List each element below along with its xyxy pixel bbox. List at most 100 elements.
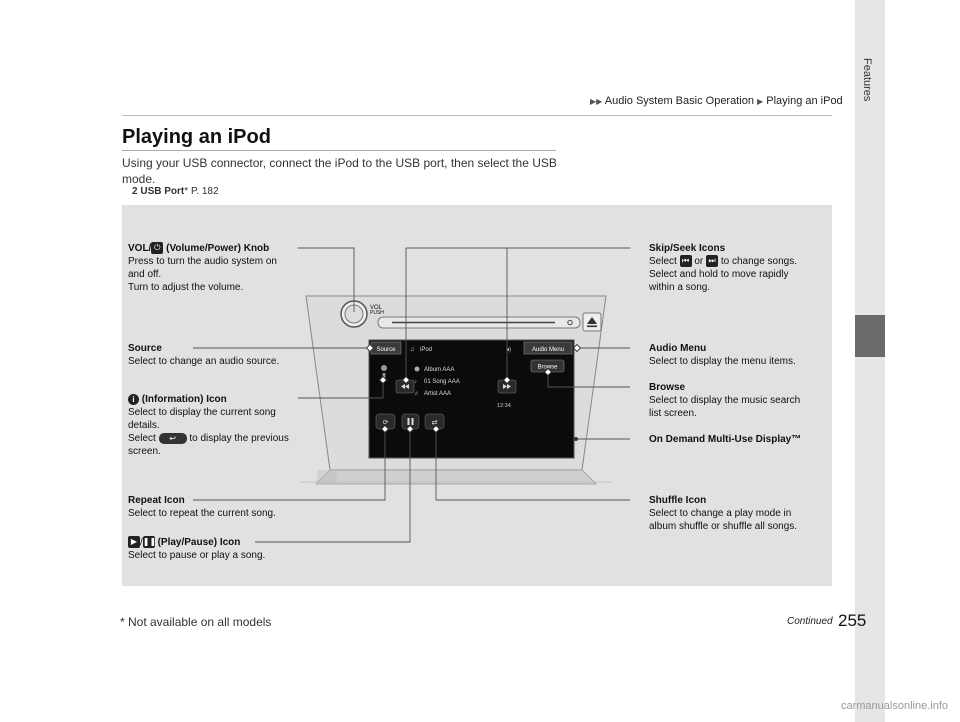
page-number: 255 [838,611,867,630]
callout-audio-menu: Audio Menu Select to display the menu it… [649,342,849,368]
source-name: iPod [420,347,432,353]
callout-info-text: to display the previous [189,433,289,444]
callout-skip-text: or [694,256,704,267]
callout-lines [193,247,630,543]
svg-text:⟳: ⟳ [383,419,389,427]
callout-vol-text: Turn to adjust the volume. [128,282,244,293]
display-marker [574,437,578,441]
pause-icon: ❚❚ [142,536,157,549]
title-divider [122,150,556,151]
breadcrumb-arrow-icon: ▶▶ [590,97,603,106]
song-note-icon: ♪ [414,379,417,385]
callout-skip-title: Skip/Seek Icons [649,243,726,254]
callout-display-title: On Demand Multi-Use Display™ [649,434,802,445]
power-icon: ⏻ [151,242,164,255]
info-icon: i [128,393,139,405]
callout-skip-seek: Skip/Seek Icons Select ⏮ or ⏭ to change … [649,242,849,294]
breadcrumb-item[interactable]: Audio System Basic Operation [604,95,754,107]
footnote: * Not available on all models [120,615,272,629]
callout-display: On Demand Multi-Use Display™ [649,433,849,446]
play-pause-button[interactable] [401,413,420,430]
callout-play-title: (Play/Pause) Icon [157,537,241,548]
callout-skip-text: within a song. [649,282,711,293]
callout-info-text: Select to display the current song [128,407,276,418]
callout-audio-menu-text: Select to display the menu items. [649,356,796,367]
display-screen [368,339,575,459]
callout-source-title: Source [128,343,162,354]
song-row: ♪ 01 Song AAA [414,379,460,385]
callout-audio-menu-title: Audio Menu [649,343,707,354]
artist-icon: ♬ [414,391,420,397]
reference-page: P. 182 [190,186,219,197]
callout-browse-text: list screen. [649,408,697,419]
callout-repeat: Repeat Icon Select to repeat the current… [128,494,318,520]
audio-menu-button[interactable]: Audio Menu [523,341,573,355]
watermark: carmanualsonline.info [840,700,948,712]
browse-button[interactable]: Browse [530,359,565,373]
callout-vol-text: Press to turn the audio system on [128,256,277,267]
callout-skip-text: Select [649,256,677,267]
artist-row: ♬ Artist AAA [414,391,451,397]
callout-browse-title: Browse [649,382,686,393]
callout-shuffle: Shuffle Icon Select to change a play mod… [649,494,849,533]
ipod-music-icon: ♫ [410,347,415,353]
callout-vol-text: and off. [128,269,162,280]
source-button-label: Source [376,347,396,353]
callout-browse: Browse Select to display the music searc… [649,381,849,420]
callout-info-text: screen. [128,446,161,457]
svg-text:⇄: ⇄ [432,419,438,427]
browse-label: Browse [537,365,558,371]
section-tab-marker [855,315,885,357]
section-tab-label: Features [861,58,873,102]
knob-power-label: PUSH [370,310,384,316]
back-icon: ↩ [158,432,187,444]
callout-skip-text: Select and hold to move rapidly [649,269,789,280]
song-text: 01 Song AAA [424,379,460,385]
callout-vol-knob: VOL/⏻ (Volume/Power) Knob Press to turn … [128,242,308,294]
breadcrumb-item[interactable]: Playing an iPod [766,95,843,107]
play-icon: ▶ [128,536,140,549]
callout-shuffle-title: Shuffle Icon [649,495,707,506]
callout-info: i (Information) Icon Select to display t… [128,393,308,458]
skip-back-icon: ⏮ [679,255,692,268]
reference-asterisk: * [184,186,189,197]
callout-shuffle-text: Select to change a play mode in [649,508,792,519]
callout-repeat-text: Select to repeat the current song. [128,508,276,519]
callout-vol-title: (Volume/Power) Knob [166,243,270,254]
section-tab: Features [855,0,885,722]
source-button[interactable]: Source [370,341,402,355]
eject-button[interactable] [582,312,602,332]
callout-play-pause: ▶/❚❚ (Play/Pause) Icon Select to pause o… [128,536,318,562]
callout-source: Source Select to change an audio source. [128,342,308,368]
callout-vol-prefix: VOL/ [128,243,152,254]
breadcrumb-arrow-icon: ▶ [757,97,764,106]
track-time: 12:34 [497,403,511,409]
cross-reference[interactable]: 2 USB Port* P. 182 [132,186,219,197]
callout-browse-text: Select to display the music search [649,395,801,406]
volume-icon: ◂) [506,347,511,353]
continued-label: Continued [787,616,833,627]
callout-info-title: (Information) Icon [141,394,227,405]
callout-shuffle-text: album shuffle or shuffle all songs. [649,521,798,532]
page-title: Playing an iPod [122,126,271,148]
artist-text: Artist AAA [424,391,451,397]
reference-label: USB Port [140,186,185,197]
callout-play-text: Select to pause or play a song. [128,550,266,561]
knob-label: VOL [370,305,383,311]
skip-forward-icon: ⏭ [706,255,719,268]
cd-slot [377,316,581,329]
reference-icon: 2 [132,186,138,197]
callout-markers [365,343,582,434]
breadcrumb: ▶▶ Audio System Basic Operation ▶ Playin… [590,95,843,107]
callout-info-text: Select [128,433,156,444]
album-row: Album AAA [414,366,454,373]
intro-text: Using your USB connector, connect the iP… [122,156,557,186]
callout-repeat-title: Repeat Icon [128,495,185,506]
album-text: Album AAA [424,367,454,373]
callout-source-text: Select to change an audio source. [128,356,280,367]
callout-skip-text: to change songs. [720,256,797,267]
skip-back-button[interactable] [395,379,415,394]
header-divider [122,115,832,116]
audio-menu-label: Audio Menu [532,347,564,353]
